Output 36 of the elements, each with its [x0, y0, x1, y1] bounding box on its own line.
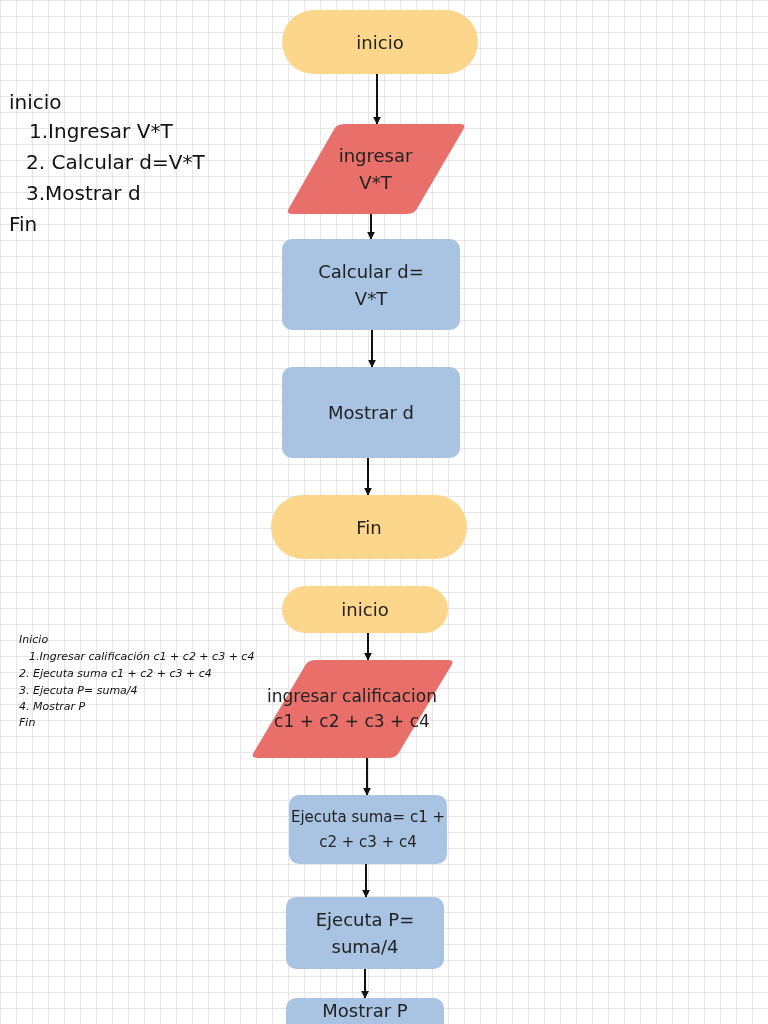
algorithm-text: 1.Ingresar calificación c1 + c2 + c3 + c4	[29, 650, 255, 663]
algorithm-text: 2. Ejecuta suma c1 + c2 + c3 + c4	[19, 667, 212, 680]
process-box	[286, 897, 444, 969]
node-text: Mostrar P	[322, 1000, 408, 1022]
input-parallelogram	[287, 124, 464, 214]
node-text: inicio	[356, 30, 404, 55]
process-box	[282, 239, 460, 330]
algorithm-text: Fin	[19, 716, 36, 729]
arrow	[361, 968, 369, 999]
node-text: Fin	[356, 515, 382, 540]
algorithm-text: 1.Ingresar V*T	[29, 119, 173, 143]
terminal-pill	[271, 495, 467, 559]
arrow	[368, 329, 376, 368]
arrow	[362, 863, 370, 898]
node-text: Ejecuta suma= c1 + c2 + c3 + c4	[290, 806, 446, 853]
node-text: Calcular d= V*T	[317, 259, 425, 311]
node-text: inicio	[341, 598, 389, 622]
node-text: Mostrar d	[328, 401, 414, 425]
algorithm-text: 3.Mostrar d	[26, 181, 141, 205]
process-box	[289, 795, 447, 864]
arrow	[364, 457, 372, 496]
terminal-pill	[282, 10, 478, 74]
algorithm-text: inicio	[9, 90, 62, 114]
process-box	[282, 367, 460, 458]
algorithm-text: 3. Ejecuta P= suma/4	[19, 684, 138, 697]
node-text: ingresar V*T	[337, 144, 414, 195]
node-text: Ejecuta P= suma/4	[314, 908, 416, 959]
algorithm-text: 4. Mostrar P	[19, 700, 86, 713]
terminal-pill	[282, 586, 448, 633]
arrow	[364, 632, 372, 661]
arrow	[363, 757, 371, 796]
algorithm-text: Fin	[9, 212, 38, 236]
arrow	[367, 213, 375, 240]
algorithm-text: 2. Calcular d=V*T	[26, 150, 205, 174]
arrow	[373, 73, 381, 125]
algorithm-text: Inicio	[19, 633, 49, 646]
